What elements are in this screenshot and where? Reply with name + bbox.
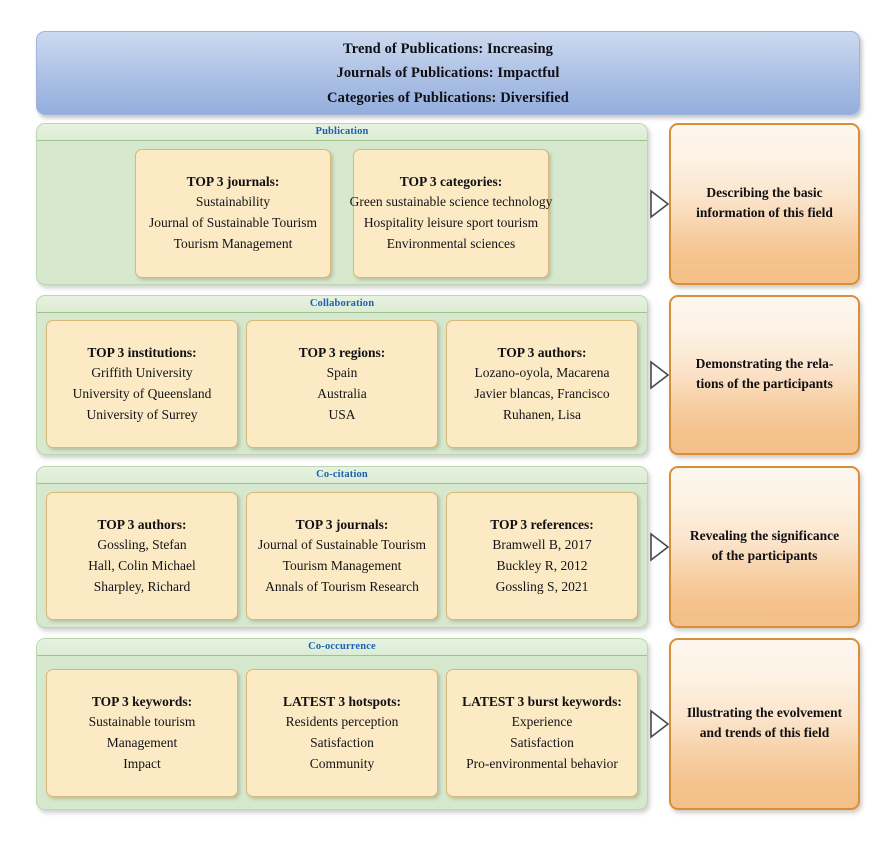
card-item: Sustainable tourism (88, 714, 196, 730)
card-item: Management (106, 735, 178, 750)
section-header: Co-occurrence (37, 639, 647, 656)
card-item: Lozano-oyola, Macarena (474, 365, 610, 381)
card-item: University of Queensland (72, 386, 212, 401)
card-title: LATEST 3 burst keywords: (462, 693, 622, 709)
card-item: Satisfaction (510, 735, 574, 750)
outcome-line: Illustrating the evolvement (686, 705, 843, 721)
outcome-box[interactable]: Describing the basic information of this … (669, 123, 860, 285)
card-item: Annals of Tourism Research (265, 578, 419, 594)
card-item: Journal of Sustainable Tourism (149, 215, 317, 230)
section-header: Co-citation (37, 467, 647, 484)
card-item: Journal of Sustainable Tourism (258, 537, 426, 553)
card-item: University of Surrey (86, 406, 198, 422)
outcome-text: Revealing the significance of the partici… (690, 526, 839, 564)
outcome-line: Revealing the significance (689, 528, 840, 544)
card-item: Griffith University (91, 365, 193, 381)
section-title: Publication (315, 125, 369, 137)
banner-line-trend: Trend of Publications: Increasing (343, 40, 553, 57)
arrow-right-icon (650, 532, 669, 562)
summary-banner: Trend of Publications: Increasing Journa… (36, 31, 860, 115)
arrow-right-icon (650, 189, 669, 219)
card-title: TOP 3 journals: (295, 516, 389, 532)
card-item: Sustainability (195, 194, 271, 210)
card-item: Pro-environmental behavior (466, 755, 618, 771)
card-title: TOP 3 journals: (186, 173, 280, 189)
card-title: TOP 3 authors: (497, 344, 587, 360)
card-item: Spain (326, 365, 358, 381)
card-item: Green sustainable science technology (349, 194, 553, 210)
card-title: TOP 3 regions: (298, 344, 386, 360)
card-item: Hospitality leisure sport tourism (363, 215, 539, 230)
outcome-text: Describing the basic information of this … (696, 183, 833, 221)
banner-line-journals: Journals of Publications: Impactful (336, 65, 560, 82)
card-title: TOP 3 categories: (399, 173, 503, 189)
section-title: Collaboration (309, 297, 375, 309)
card-title: LATEST 3 hotspots: (282, 693, 402, 709)
card-item: USA (328, 406, 356, 422)
card-item: Javier blancas, Francisco (474, 386, 610, 401)
outcome-box[interactable]: Revealing the significance of the partici… (669, 466, 860, 628)
outcome-line: Demonstrating the rela- (695, 356, 834, 372)
section-title: Co-occurrence (308, 640, 376, 652)
outcome-text: Demonstrating the rela-tions of the part… (696, 354, 834, 392)
section-title: Co-citation (316, 468, 368, 480)
info-card[interactable]: TOP 3 journals: Journal of Sustainable To… (246, 492, 438, 620)
card-title: TOP 3 authors: (97, 516, 187, 532)
card-item: Bramwell B, 2017 (492, 537, 592, 553)
arrow-right-icon (650, 360, 669, 390)
outcome-text: Illustrating the evolvement and trends of… (687, 703, 842, 741)
card-item: Tourism Management (173, 235, 293, 251)
card-item: Experience (511, 714, 573, 730)
card-item: Buckley R, 2012 (496, 558, 588, 573)
arrow-right-icon (650, 709, 669, 739)
card-item: Hall, Colin Michael (88, 558, 196, 573)
outcome-line: of the participants (711, 547, 818, 563)
card-item: Residents perception (285, 714, 399, 730)
card-title: TOP 3 keywords: (91, 693, 193, 709)
card-item: Community (309, 755, 375, 771)
card-title: TOP 3 institutions: (87, 344, 197, 360)
card-title: TOP 3 references: (490, 516, 594, 532)
outcome-line: Describing the basic (706, 185, 823, 201)
section-header: Collaboration (37, 296, 647, 313)
outcome-box[interactable]: Demonstrating the rela-tions of the part… (669, 295, 860, 455)
card-item: Ruhanen, Lisa (503, 406, 581, 422)
outcome-line: information of this field (696, 204, 833, 220)
info-card[interactable]: TOP 3 categories: Green sustainable scien… (350, 148, 552, 278)
outcome-line: tions of the participants (696, 375, 833, 391)
card-item: Environmental sciences (386, 235, 516, 251)
card-item: Gossling S, 2021 (495, 578, 589, 594)
card-item: Gossling, Stefan (97, 537, 187, 553)
outcome-line: and trends of this field (699, 724, 830, 740)
card-item: Satisfaction (310, 735, 374, 750)
card-item: Tourism Management (282, 558, 402, 573)
card-item: Australia (317, 386, 367, 401)
section-header: Publication (37, 124, 647, 141)
card-item: Sharpley, Richard (93, 578, 191, 594)
banner-line-categories: Categories of Publications: Diversified (327, 89, 569, 106)
card-item: Impact (123, 755, 161, 771)
outcome-box[interactable]: Illustrating the evolvement and trends of… (669, 638, 860, 810)
